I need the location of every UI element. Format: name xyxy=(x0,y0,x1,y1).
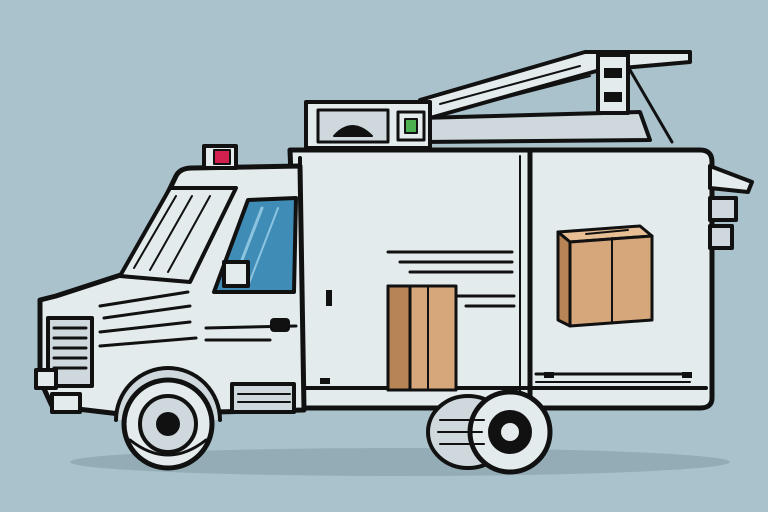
side-mirror xyxy=(222,260,250,288)
roof-boom xyxy=(418,50,692,144)
rear-wheel xyxy=(426,389,553,475)
truck-cab xyxy=(34,144,307,417)
rear-bracket xyxy=(708,164,754,250)
ground-shadow xyxy=(70,448,730,476)
roof-unit xyxy=(304,100,432,150)
front-bumper xyxy=(34,368,58,390)
parcel-door xyxy=(386,284,458,392)
boom-joint-box xyxy=(596,53,630,115)
front-wheel xyxy=(114,366,222,471)
parcel-side xyxy=(556,224,654,328)
